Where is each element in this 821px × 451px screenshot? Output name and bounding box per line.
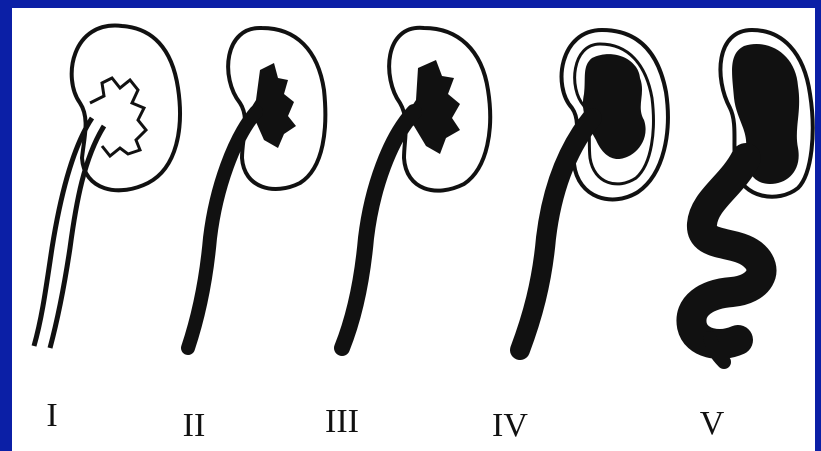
- reflux-grades-diagram: I II III IV V: [12, 8, 815, 451]
- grade-5-ureter: [691, 158, 761, 344]
- grade-4-label: IV: [492, 407, 528, 444]
- grade-1-figure: [34, 26, 180, 348]
- grade-5-figure: [691, 30, 812, 362]
- grade-2-label: II: [183, 407, 206, 444]
- grade-4-ureter: [520, 118, 592, 350]
- grade-1-label: I: [46, 397, 57, 434]
- grade-2-figure: [188, 28, 325, 348]
- grade-1-ureter-right: [50, 126, 104, 348]
- grade-2-ureter: [188, 112, 256, 348]
- grade-4-figure: [520, 30, 668, 350]
- grade-3-figure: [342, 28, 490, 348]
- grade-1-calyces: [90, 78, 146, 156]
- diagram-panel: I II III IV V: [12, 8, 815, 451]
- grade-4-calyces: [583, 54, 646, 159]
- grade-5-label: V: [700, 405, 725, 442]
- grade-3-label: III: [325, 403, 359, 440]
